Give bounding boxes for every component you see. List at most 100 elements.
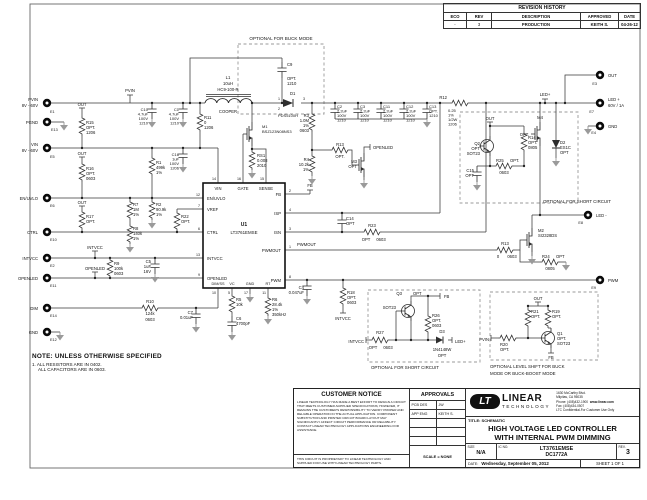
- ic-number: LT3761EMSE: [539, 446, 574, 452]
- diode-d3: [436, 336, 444, 344]
- schematic-label: 2.2uF: [360, 109, 371, 114]
- schematic-label: PWM: [608, 278, 619, 283]
- schematic-label: C3: [360, 104, 366, 109]
- schematic-label: OPT.: [287, 76, 296, 81]
- schematic-label: C14: [346, 216, 354, 221]
- doc-number-section: SIZE N/A IC NO. LT3761EMSE DC1772A REV. …: [466, 444, 639, 460]
- schematic-label: E3: [592, 82, 597, 86]
- schematic-label: 0603: [383, 345, 393, 350]
- schematic-label: 0.25: [448, 108, 457, 113]
- drawing-title: HIGH VOLTAGE LED CONTROLLER WITH INTERNA…: [466, 424, 639, 442]
- schematic-label: VIN: [215, 186, 222, 191]
- schematic-label: OPENLED: [373, 145, 393, 150]
- approval-row-empty: [410, 437, 465, 446]
- schematic-label: 499k: [156, 165, 166, 170]
- date-section: DATE: Wednesday, September 05, 2012 SHEE…: [466, 460, 639, 467]
- rev-val-rev: 3: [466, 21, 491, 28]
- title-label: TITLE: SCHEMATIC: [468, 418, 506, 423]
- customer-notice: CUSTOMER NOTICE LINEAR TECHNOLOGY HAS MA…: [294, 389, 410, 467]
- schematic-label: R4: [304, 157, 310, 162]
- schematic-label: Q3: [396, 291, 402, 296]
- schematic-label: E13: [51, 128, 58, 132]
- schematic-label: OPTIONAL FOR BUCK MODE: [249, 36, 312, 41]
- resistors: [78, 99, 561, 344]
- schematic-label: 100V: [383, 113, 393, 118]
- transistors: [242, 121, 555, 349]
- capacitors: [146, 61, 483, 333]
- schematic-label: C4: [299, 285, 305, 290]
- schematic-label: 3: [289, 227, 291, 231]
- schematic-label: PWMOUT: [297, 242, 317, 247]
- terminal-E9: [595, 275, 605, 285]
- schematic-label: OPENLED: [207, 276, 227, 281]
- bjt-q1: [539, 327, 555, 349]
- terminal-E7: [595, 98, 605, 108]
- schematic-label: OPT.: [510, 158, 519, 163]
- website: www.linear.com: [589, 399, 614, 404]
- schematic-label: OPT.: [520, 132, 529, 137]
- schematic-label: LT3761EMSE: [230, 230, 257, 235]
- schematic-label: C13: [429, 104, 437, 109]
- rev-val-date: 04-26-12: [618, 21, 640, 28]
- schematic-label: OPT.: [181, 219, 190, 224]
- schematic-label: 9: [198, 273, 200, 277]
- schematic-label: C1: [174, 107, 180, 112]
- schematic-label: PGND: [26, 120, 38, 125]
- schematic-label: 8: [289, 275, 291, 279]
- schematic-label: 1206: [204, 125, 214, 130]
- schematic-label: 2: [289, 189, 291, 193]
- note-title: NOTE: UNLESS OTHERWISE SPECIFIED: [32, 353, 162, 360]
- schematic-label: 100V: [139, 116, 149, 121]
- date-label: DATE:: [468, 461, 479, 466]
- schematic-label: 1.0M: [300, 118, 310, 123]
- schematic-label: COOPER: [219, 109, 237, 114]
- schematic-label: C2: [337, 104, 343, 109]
- schematic-label: 1210: [287, 81, 297, 86]
- schematic-label: C12: [406, 104, 414, 109]
- schematic-label: C6: [236, 316, 242, 321]
- schematic-label: 140k: [133, 231, 143, 236]
- schematic-label: R18: [347, 290, 355, 295]
- schematic-label: OUT: [78, 151, 87, 156]
- schematic-label: 1: [278, 97, 280, 101]
- schematic-label: OPENLED: [85, 266, 105, 271]
- schematic-label: HC9-100-R: [217, 87, 238, 92]
- schematic-label: INTVCC: [335, 316, 351, 321]
- schematic-label: 0.047uF: [289, 290, 305, 295]
- schematic-label: 1206: [170, 166, 180, 171]
- schematic-label: OPT: [471, 146, 480, 151]
- schematic-label: M1: [262, 124, 268, 129]
- schematic-label: OPTIONAL FOR SHORT CIRCUIT: [371, 365, 439, 370]
- schematic-label: 1%: [303, 123, 309, 128]
- schematic-label: C10: [141, 107, 149, 112]
- schematic-label: 8V - 60V: [22, 103, 39, 108]
- schematic-label: 1%: [448, 113, 454, 118]
- inductor-l1: [204, 94, 253, 104]
- optional-buck-mode-box: [237, 43, 325, 115]
- schematic-label: PVIN: [479, 337, 489, 342]
- schematic-label: 4700pF: [236, 321, 251, 326]
- schematic-label: OPT: [369, 345, 378, 350]
- schematic-label: 1%: [156, 170, 162, 175]
- schematic-label: R17: [86, 214, 94, 219]
- schematic-label: M4: [537, 115, 543, 120]
- schematic-label: 1/2W: [448, 117, 458, 122]
- schematic-label: OUT: [534, 296, 543, 301]
- schematic-label: 4: [289, 208, 291, 212]
- schematic-label: OPT: [346, 221, 355, 226]
- confidential-note: LTC Confidential-For Customer Use Only: [556, 408, 615, 413]
- terminal-E10: [42, 227, 52, 237]
- schematic-label: LED+: [455, 339, 466, 344]
- schematic-label: 1uF: [144, 264, 152, 269]
- schematic-label: 1M: [133, 207, 139, 212]
- schematic-label: 13: [196, 253, 200, 257]
- schematic-label: CTRL: [27, 230, 39, 235]
- schematic-label: OPT.: [86, 219, 95, 224]
- schematic-label: 1206: [448, 122, 458, 127]
- schematic-label: RS1: [257, 153, 266, 158]
- schematic-label: 4.7uF: [138, 112, 149, 117]
- title-block-right: LT LINEAR TECHNOLOGY 1630 McCarthy Blvd.…: [466, 389, 639, 467]
- schematic-label: OUT: [78, 102, 87, 107]
- company-banner: LT LINEAR TECHNOLOGY 1630 McCarthy Blvd.…: [466, 389, 639, 417]
